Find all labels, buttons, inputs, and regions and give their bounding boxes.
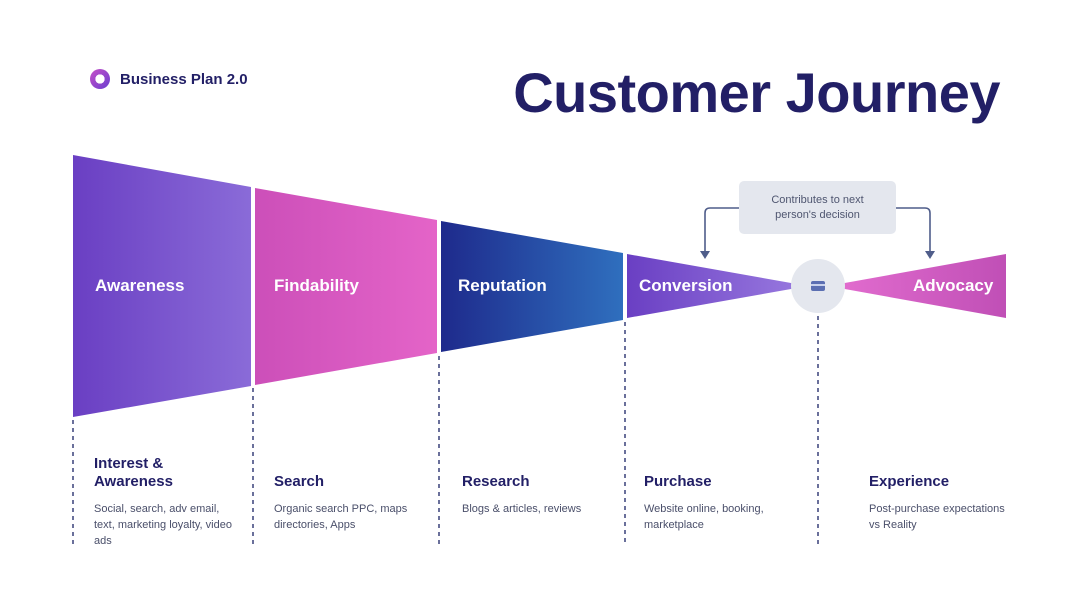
column-text: Post-purchase expectations vs Reality xyxy=(869,503,1005,531)
arrow-down-left-icon xyxy=(700,251,710,259)
column-title: Purchase xyxy=(644,473,712,490)
column-title: Experience xyxy=(869,473,950,490)
stage-awareness-shape xyxy=(73,155,251,417)
stage-label-awareness: Awareness xyxy=(95,276,185,295)
stage-conversion-shape xyxy=(627,254,808,318)
column-purchase: Purchase Website online, booking, market… xyxy=(644,455,789,533)
column-text: Organic search PPC, maps directories, Ap… xyxy=(274,503,408,531)
column-text: Social, search, adv email, text, marketi… xyxy=(94,503,232,547)
column-research: Research Blogs & articles, reviews xyxy=(462,455,607,517)
ring-logo-icon xyxy=(90,69,110,89)
stage-advocacy-shape xyxy=(828,254,1006,318)
column-text: Blogs & articles, reviews xyxy=(462,503,582,515)
stage-reputation-shape xyxy=(441,221,623,352)
feedback-arrows xyxy=(704,207,931,252)
column-search: Search Organic search PPC, maps director… xyxy=(274,455,419,533)
stage-label-conversion: Conversion xyxy=(639,276,733,295)
column-title: Search xyxy=(274,473,325,490)
stage-label-reputation: Reputation xyxy=(458,276,547,295)
brand: Business Plan 2.0 xyxy=(90,69,248,89)
column-text: Website online, booking, marketplace xyxy=(644,503,764,531)
page-title: Customer Journey xyxy=(513,61,1000,124)
column-interest-awareness: Interest & Awareness Social, search, adv… xyxy=(94,455,239,549)
dashed-separators xyxy=(72,316,819,546)
brand-name: Business Plan 2.0 xyxy=(120,70,248,88)
decision-note: Contributes to next person's decision xyxy=(739,181,896,234)
column-experience: Experience Post-purchase expectations vs… xyxy=(869,455,1014,533)
arrow-down-right-icon xyxy=(925,251,935,259)
stage-findability-shape xyxy=(255,188,437,385)
column-title: Research xyxy=(462,473,530,490)
stage-label-advocacy: Advocacy xyxy=(913,276,994,295)
stage-label-findability: Findability xyxy=(274,276,359,295)
column-title: Interest & Awareness xyxy=(94,455,173,490)
card-icon xyxy=(811,281,825,291)
